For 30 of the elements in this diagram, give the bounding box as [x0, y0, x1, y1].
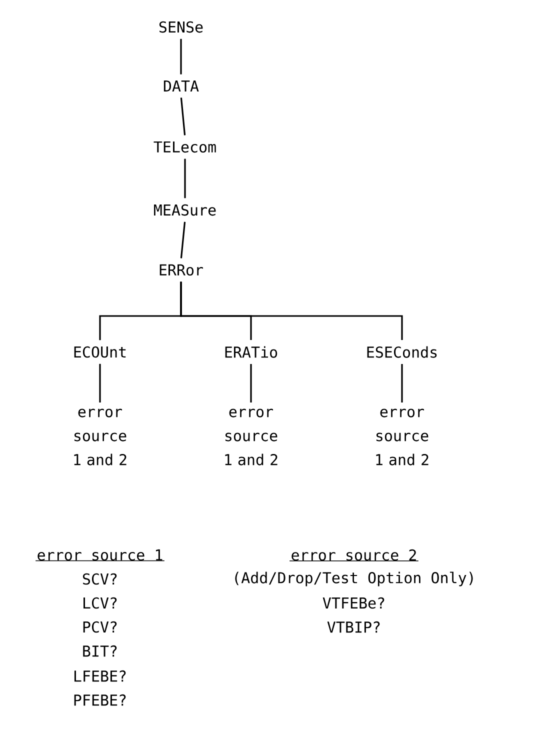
tree-line	[180, 282, 403, 340]
connector-line	[184, 158, 186, 198]
command-label: LFEBE?	[74, 670, 126, 682]
command-label: TELecom	[154, 141, 216, 153]
command-label: ESEConds	[367, 346, 437, 358]
command-label: PFEBE?	[74, 694, 126, 706]
connector-line	[180, 38, 182, 74]
command-label: VTBIP?	[327, 621, 380, 633]
command-label: (Add/Drop/Test Option Only)	[235, 572, 473, 586]
underlined-heading: error source 2	[289, 549, 419, 562]
connector-line	[180, 222, 186, 258]
command-label: LCV?	[84, 597, 117, 609]
command-label: DATA	[164, 80, 199, 92]
command-label: ERRor	[160, 264, 203, 276]
command-label: error source 1 and 2	[74, 408, 126, 466]
connector-line	[250, 364, 252, 402]
command-label: error source 1 and 2	[225, 408, 278, 466]
connector-line	[99, 364, 101, 402]
command-label: MEASure	[154, 204, 216, 216]
command-label: VTFEBe?	[322, 597, 384, 609]
underlined-heading: error source 1	[35, 549, 165, 562]
command-label: error source 1 and 2	[376, 408, 428, 466]
command-label: PCV?	[83, 621, 117, 633]
command-label: ECOUnt	[74, 346, 126, 358]
command-label: BIT?	[83, 645, 117, 657]
connector-line	[401, 364, 403, 402]
connector-line	[180, 98, 186, 136]
command-label: SENSe	[159, 21, 203, 33]
command-label: ERATio	[225, 346, 278, 358]
command-label: SCV?	[82, 573, 117, 585]
